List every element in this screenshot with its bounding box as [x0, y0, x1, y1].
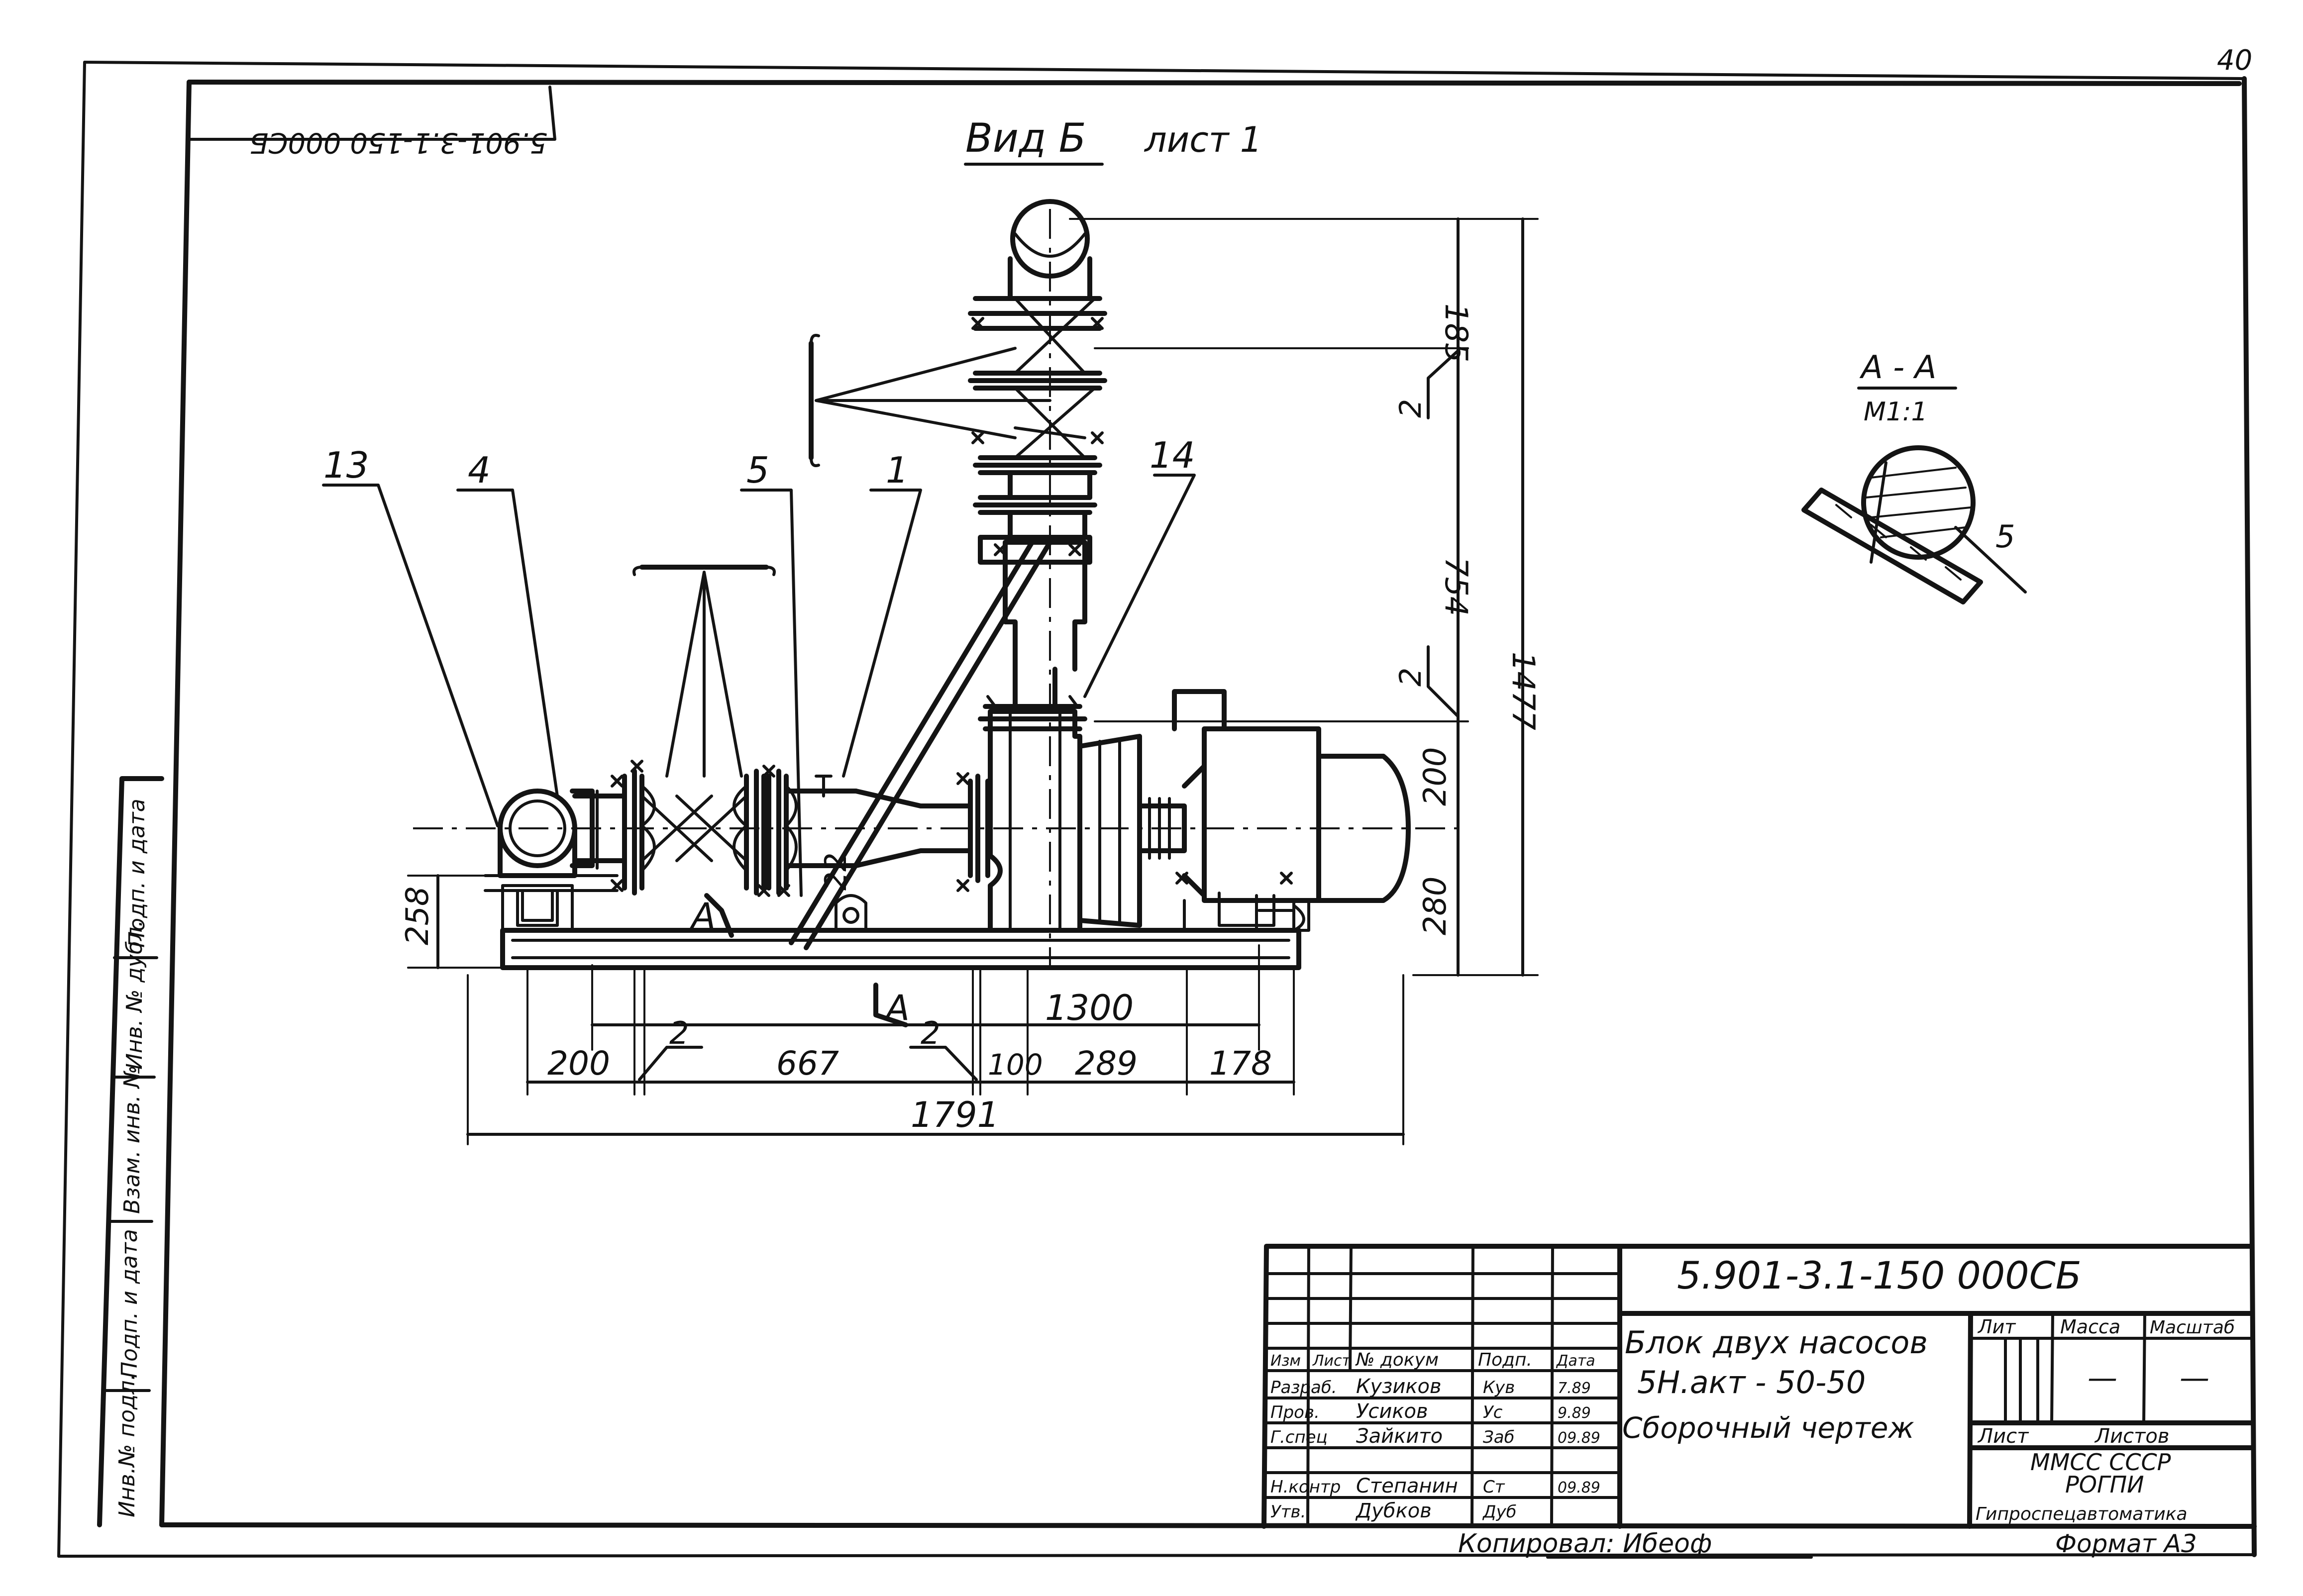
date-4: 09.89 — [1558, 1479, 1600, 1496]
valve-left — [611, 760, 766, 896]
date-1: 7.89 — [1558, 1380, 1591, 1397]
role-1: Разраб. — [1270, 1378, 1337, 1397]
handwheel-top — [809, 334, 1051, 467]
scale-label: Масштаб — [2150, 1317, 2235, 1338]
dim-gap-2b: 2 — [921, 1015, 940, 1051]
sign-3: Заб — [1483, 1427, 1515, 1447]
dim-1477: 1477 — [1505, 652, 1542, 730]
sheet-num-label: Лист — [1977, 1425, 2029, 1448]
side-stamp: Инв.№ подл. Подп. и дата Взам. инв. № Ин… — [97, 776, 164, 1527]
dim-667: 667 — [776, 1044, 839, 1083]
name-4: Степанин — [1356, 1475, 1458, 1497]
sheets-label: Листов — [2094, 1425, 2169, 1448]
copied-by: Копировал: Ибеоф — [1458, 1529, 1712, 1559]
col-podp: Подп. — [1478, 1350, 1532, 1370]
dim-1300: 1300 — [1045, 988, 1134, 1028]
role-3: Г.спец — [1270, 1427, 1328, 1447]
vertical-dimensions: 185 754 1477 200 280 2 2 258 — [399, 217, 1542, 977]
section-title: А - А — [1859, 349, 1936, 386]
sheet-frame — [57, 61, 2257, 1558]
title-name-3: Сборочный чертеж — [1622, 1411, 1914, 1445]
section-cut-2 — [873, 983, 908, 1027]
col-izm: Изм — [1270, 1352, 1301, 1370]
mass-label: Масса — [2060, 1316, 2120, 1338]
dim-200v: 200 — [1417, 747, 1453, 806]
sheet-label: лист 1 — [1144, 119, 1262, 160]
dim-gap-v2b: 2 — [1393, 668, 1428, 687]
callout-1: 1 — [886, 449, 909, 491]
section-scale: М1:1 — [1864, 397, 1928, 427]
org-3: Гипроспецавтоматика — [1976, 1504, 2188, 1524]
base-frame — [500, 884, 1301, 970]
name-3: Зайкито — [1356, 1425, 1443, 1448]
title-name-1: Блок двух насосов — [1625, 1324, 1928, 1361]
callout-14: 14 — [1150, 434, 1195, 476]
role-4: Н.контр — [1270, 1477, 1341, 1497]
discharge-flange — [978, 667, 1087, 731]
role-2: Пров. — [1270, 1402, 1320, 1422]
title-block: 5.901-3.1-150 000СБ Блок двух насосов 5Н… — [1261, 1244, 2254, 1559]
stamp-4: Инв. № дубл. — [122, 920, 147, 1070]
dim-gap-2a: 2 — [669, 1015, 689, 1051]
name-2: Усиков — [1356, 1400, 1428, 1423]
col-ndoc: № докум — [1355, 1350, 1439, 1370]
mass-value: — — [2088, 1361, 2117, 1396]
name-5: Дубков — [1355, 1499, 1432, 1522]
date-3: 09.89 — [1558, 1429, 1600, 1447]
support-22 — [835, 894, 867, 932]
stamp-3: Взам. инв. № — [119, 1065, 145, 1214]
col-list: Лист — [1312, 1352, 1352, 1370]
dim-280v: 280 — [1417, 877, 1453, 935]
dim-200: 200 — [547, 1044, 610, 1083]
sign-1: Кув — [1483, 1378, 1515, 1397]
pipe-4 — [572, 794, 627, 863]
dim-1791: 1791 — [911, 1095, 999, 1135]
callout-5: 5 — [746, 449, 769, 491]
dim-289: 289 — [1075, 1044, 1138, 1083]
view-title: Вид Б — [965, 115, 1086, 161]
weld-label: 5 — [1995, 518, 2015, 555]
horizontal-dimensions: 1300 200 667 100 289 178 2 2 1791 — [466, 944, 1405, 1145]
pump-assembly: А А 13 4 5 1 14 22 — [322, 199, 1468, 1028]
scale-value: — — [2180, 1361, 2209, 1396]
mirrored-code: 5.901-3.1-150 000СБ — [249, 126, 547, 159]
dim-100: 100 — [988, 1048, 1043, 1082]
section-detail: А - А М1:1 5 — [1801, 349, 2027, 604]
dim-754: 754 — [1438, 557, 1474, 616]
stamp-2: Подп. и дата — [117, 1229, 142, 1378]
callout-13: 13 — [323, 444, 369, 486]
col-date: Дата — [1556, 1352, 1595, 1370]
dim-178: 178 — [1209, 1044, 1272, 1083]
name-1: Кузиков — [1356, 1375, 1442, 1398]
title-name-2: 5Н.акт - 50-50 — [1637, 1364, 1866, 1400]
org-2: РОГПИ — [2065, 1471, 2144, 1498]
org-1: ММСС СССР — [2030, 1449, 2171, 1476]
callout-22: 22 — [819, 853, 853, 891]
role-5: Утв. — [1270, 1502, 1306, 1522]
pump-body — [988, 709, 1207, 933]
date-2: 9.89 — [1558, 1404, 1591, 1422]
discharge-column — [968, 199, 1107, 672]
title-designation: 5.901-3.1-150 000СБ — [1677, 1253, 2082, 1297]
callout-4: 4 — [468, 449, 491, 491]
dim-258: 258 — [399, 887, 435, 945]
inlet-elbow — [484, 789, 619, 922]
stamp-1: Инв.№ подл. — [114, 1373, 140, 1517]
section-cut-1 — [704, 893, 734, 938]
mirrored-code-box: 5.901-3.1-150 000СБ — [188, 86, 556, 159]
sign-2: Ус — [1483, 1402, 1503, 1422]
sign-5: Дуб — [1482, 1502, 1517, 1522]
stamp-5: Подп. и дата — [124, 798, 150, 948]
section-mark-2: А — [884, 988, 910, 1028]
support-rod — [789, 535, 1052, 950]
format: Формат А3 — [2055, 1529, 2197, 1558]
lit-label: Лит — [1977, 1316, 2016, 1338]
handwheel-left — [632, 565, 776, 778]
section-mark-1: А — [690, 896, 716, 936]
motor — [1172, 689, 1411, 932]
sign-4: Ст — [1483, 1477, 1505, 1497]
page-number: 40 — [2217, 44, 2252, 77]
dim-gap-v2a: 2 — [1393, 399, 1428, 418]
